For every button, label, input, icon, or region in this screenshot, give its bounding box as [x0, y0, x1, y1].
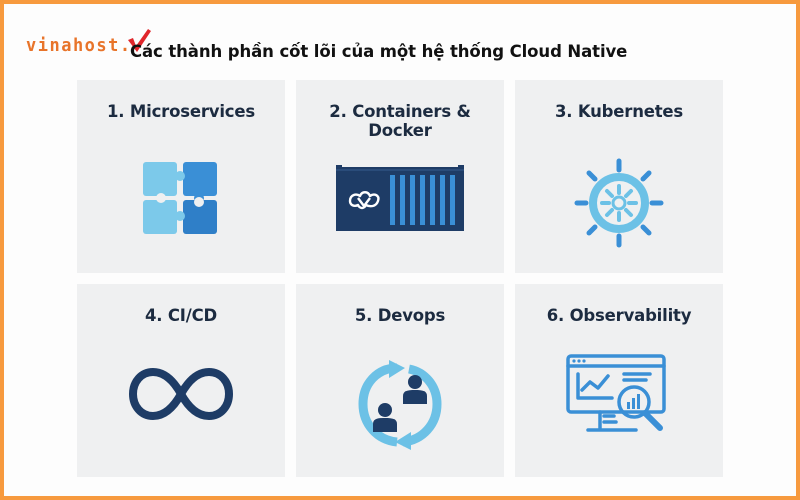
card-label: 2. Containers & Docker	[329, 102, 471, 140]
card-kubernetes: 3. Kubernetes	[515, 80, 723, 273]
card-containers-docker: 2. Containers & Docker	[296, 80, 504, 273]
card-label: 3. Kubernetes	[554, 102, 684, 121]
vinahost-logo: vinahost.	[26, 35, 132, 57]
card-ci-cd: 4. CI/CD	[77, 284, 285, 477]
image-frame: vinahost. Các thành phần cốt lõi của một…	[4, 4, 796, 496]
card-label: 6. Observability	[546, 306, 692, 325]
card-microservices: 1. Microservices	[77, 80, 285, 273]
card-observability: 6. Observability	[515, 284, 723, 477]
ship-wheel-icon	[574, 158, 664, 248]
monitor-magnifier-icon	[566, 354, 666, 432]
card-label: 5. Devops	[354, 306, 446, 325]
puzzle-icon	[143, 162, 217, 234]
shipping-container-icon	[336, 165, 464, 231]
infinity-icon	[128, 367, 234, 421]
card-devops: 5. Devops	[296, 284, 504, 477]
logo-check-icon	[128, 29, 151, 52]
page-title: Các thành phần cốt lõi của một hệ thống …	[130, 42, 628, 61]
card-label: 4. CI/CD	[145, 306, 217, 325]
card-label: 1. Microservices	[107, 102, 255, 121]
people-cycle-icon	[358, 360, 442, 450]
